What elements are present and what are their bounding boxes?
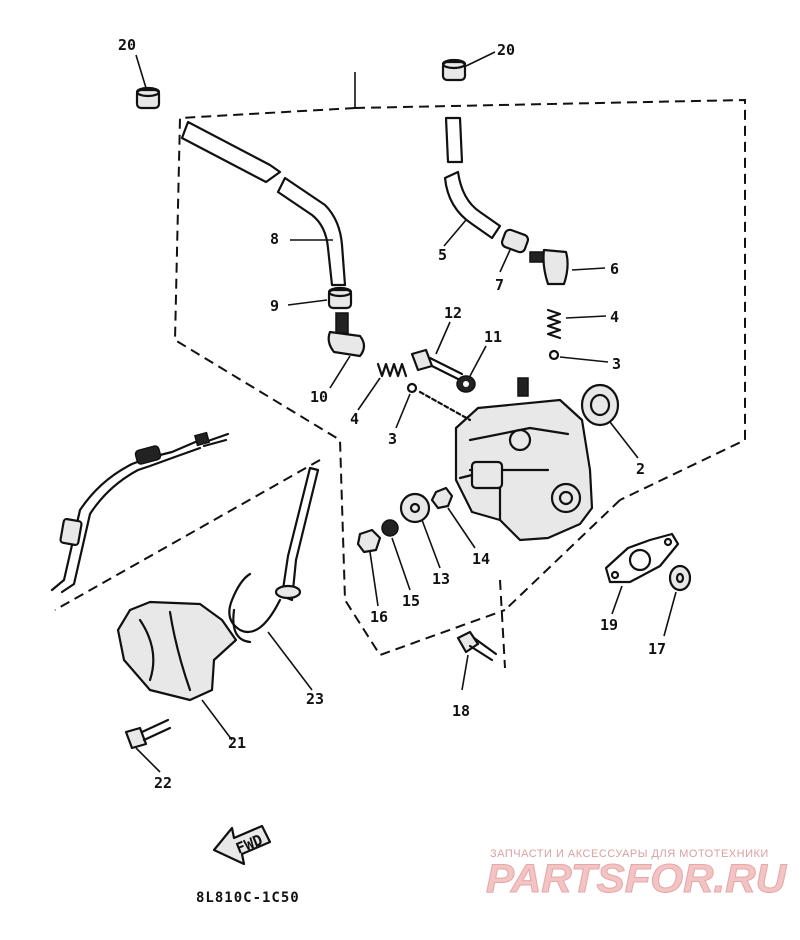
hose-5 (443, 116, 502, 247)
callout-7: 7 (495, 276, 504, 294)
gasket-19 (604, 532, 680, 615)
callout-13: 13 (432, 570, 450, 588)
watermark: ЗАПЧАСТИ И АКСЕССУАРЫ ДЛЯ МОТОТЕХНИКИ PA… (486, 848, 788, 902)
callout-20-right: 20 (497, 41, 515, 59)
oil-seal-2 (580, 383, 639, 459)
bolt-12 (410, 321, 464, 382)
callout-2: 2 (636, 460, 645, 478)
oil-pump-cable (50, 431, 230, 594)
cap-20-left (135, 54, 161, 110)
callout-8: 8 (270, 230, 279, 248)
callout-4-right: 4 (610, 308, 619, 326)
callout-17: 17 (648, 640, 666, 658)
clamp-9 (287, 286, 353, 310)
hose-8 (180, 120, 347, 287)
watermark-logo: PARTSFOR.RU (486, 857, 787, 901)
washer-13 (399, 492, 441, 569)
callout-6: 6 (610, 260, 619, 278)
figure-code: 8L810C-1C50 (196, 890, 300, 906)
callout-15: 15 (402, 592, 420, 610)
ball-3-left (395, 382, 418, 429)
callout-11: 11 (484, 328, 502, 346)
ball-3-right (548, 349, 609, 363)
callout-10: 10 (310, 388, 328, 406)
fitting-10 (327, 312, 366, 389)
callout-5: 5 (438, 246, 447, 264)
callout-23: 23 (306, 690, 324, 708)
nut-14 (430, 486, 476, 549)
clamp-7 (499, 228, 530, 273)
callout-14: 14 (472, 550, 490, 568)
sensor-wire-23 (228, 466, 320, 691)
callout-22: 22 (154, 774, 172, 792)
callout-12: 12 (444, 304, 462, 322)
callout-21: 21 (228, 734, 246, 752)
screw-22 (124, 718, 172, 773)
cap-20-right (441, 51, 496, 82)
washer-15 (381, 519, 411, 591)
callout-19: 19 (600, 616, 618, 634)
fitting-6 (529, 248, 606, 286)
callout-9: 9 (270, 297, 279, 315)
callout-labels: 20 20 8 9 10 5 7 6 4 3 12 11 4 3 2 13 14… (118, 36, 666, 792)
callout-16: 16 (370, 608, 388, 626)
oil-pump-body (418, 377, 594, 542)
spring-4-right (546, 308, 607, 340)
spring-4-left (357, 362, 408, 411)
nut-16 (356, 528, 382, 607)
callout-3-right: 3 (612, 355, 621, 373)
forward-arrow: FWD (212, 824, 272, 866)
washer-11 (456, 345, 487, 393)
assembly-boundary (54, 72, 746, 669)
pump-cover-21 (116, 600, 238, 741)
watermark-tagline: ЗАПЧАСТИ И АКСЕССУАРЫ ДЛЯ МОТОТЕХНИКИ (490, 848, 769, 860)
washer-17 (663, 564, 692, 637)
bolt-18 (456, 630, 498, 691)
callout-18: 18 (452, 702, 470, 720)
callout-3-left: 3 (388, 430, 397, 448)
callout-4-left: 4 (350, 410, 359, 428)
callout-20-left: 20 (118, 36, 136, 54)
